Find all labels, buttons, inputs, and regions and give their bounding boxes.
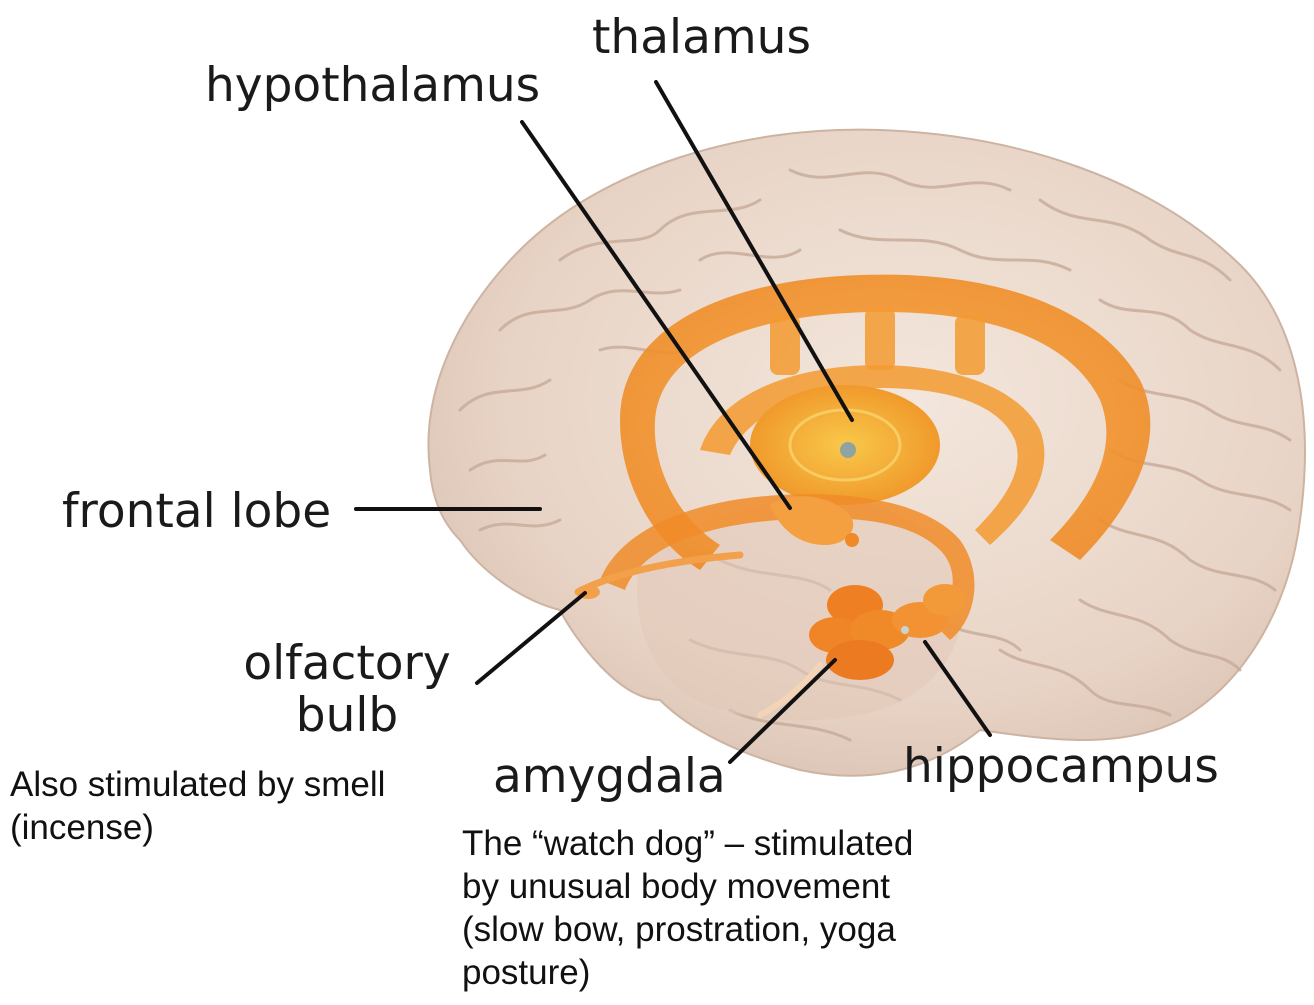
olfactory-note-line1: Also stimulated by smell — [10, 763, 385, 806]
amygdala-note-line1: The “watch dog” – stimulated — [462, 822, 913, 865]
olfactory-bulb-label: olfactory bulb — [232, 640, 462, 739]
amygdala-note: The “watch dog” – stimulated by unusual … — [462, 822, 913, 994]
amygdala-note-line2: by unusual body movement — [462, 865, 913, 908]
amygdala-note-line4: posture) — [462, 951, 913, 994]
frontal-lobe-label: frontal lobe — [62, 488, 331, 535]
olfactory-bulb-label-line2: bulb — [232, 692, 462, 739]
olfactory-bulb-leader — [477, 593, 585, 683]
olfactory-note-line2: (incense) — [10, 806, 385, 849]
thalamus-label: thalamus — [592, 14, 811, 61]
olfactory-note: Also stimulated by smell (incense) — [10, 763, 385, 849]
olfactory-bulb-label-line1: olfactory — [232, 640, 462, 692]
hippocampus-label: hippocampus — [903, 743, 1219, 790]
amygdala-note-line3: (slow bow, prostration, yoga — [462, 908, 913, 951]
amygdala-label: amygdala — [493, 753, 726, 800]
hypothalamus-label: hypothalamus — [205, 62, 540, 109]
